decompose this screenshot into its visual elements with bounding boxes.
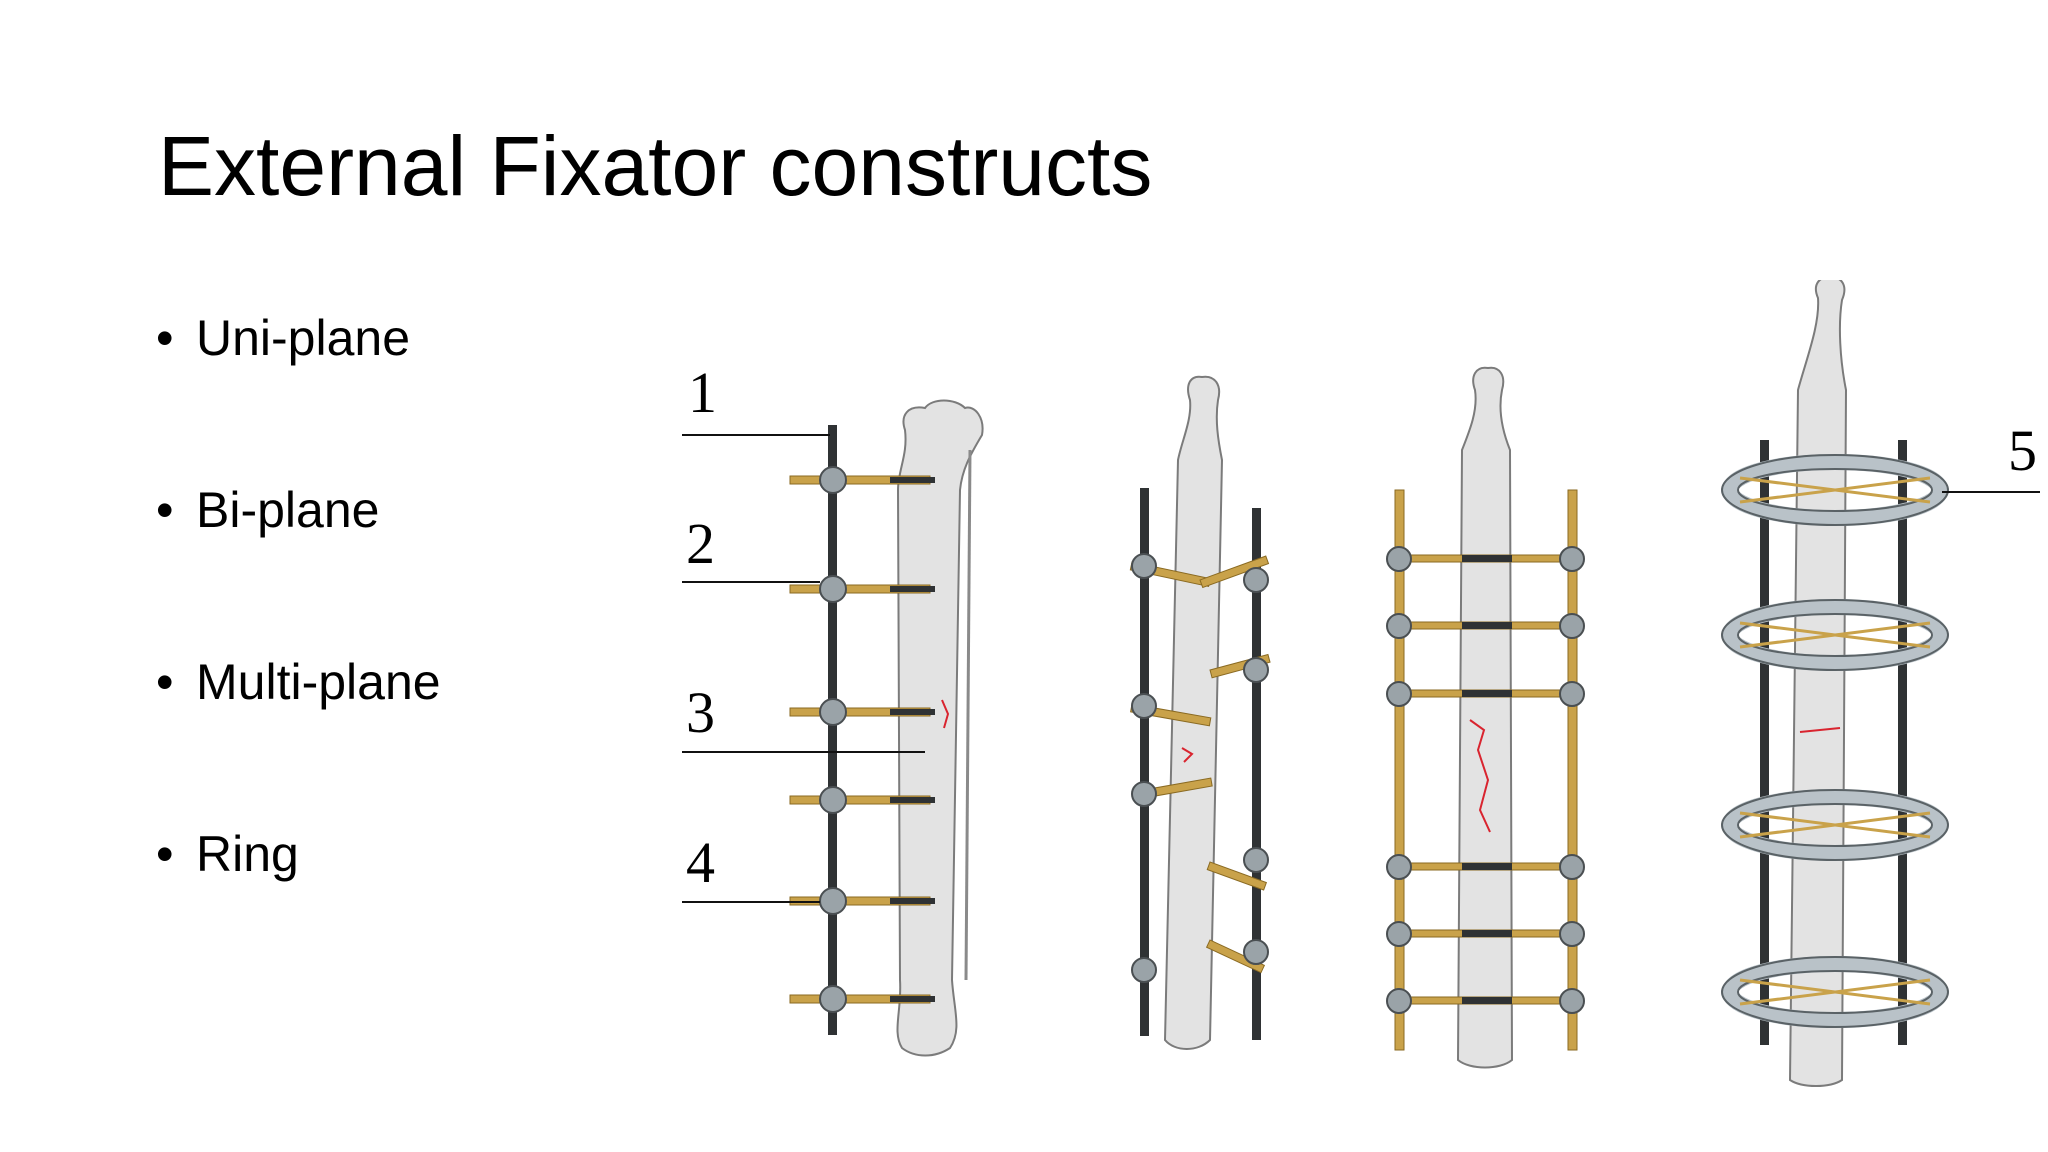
callout-label-2: 2 (686, 511, 715, 576)
fixator-illustration: 1 2 3 4 (670, 276, 2040, 1100)
fixator-rod (1140, 488, 1149, 1036)
bullet-text: Uni-plane (196, 310, 411, 366)
callout-label-5: 5 (2008, 418, 2037, 483)
bullet-text: Multi-plane (196, 654, 441, 710)
bullet-list: • Uni-plane • Bi-plane • Multi-plane • Ring (156, 308, 441, 996)
fixator-rod (1567, 489, 1578, 1051)
fixator-rod (828, 425, 837, 1035)
fixator-rod (1394, 489, 1405, 1051)
callout-label-4: 4 (686, 830, 715, 895)
tensioned-wires (1739, 476, 1931, 1006)
bone (1163, 375, 1224, 1050)
biplane-fixator (1129, 375, 1271, 1050)
callout-label-3: 3 (686, 680, 715, 745)
pin-clamps (819, 466, 847, 1013)
fixator-rod (1252, 508, 1261, 1040)
fracture-line (941, 699, 950, 729)
bullet-dot: • (156, 482, 174, 538)
bone (1456, 366, 1514, 1069)
bullet-dot: • (156, 826, 174, 882)
pin-clamps (1131, 553, 1269, 983)
uniplane-fixator: 1 2 3 4 (682, 360, 984, 1057)
pin-shanks (1462, 555, 1512, 1004)
bullet-item: • Ring (156, 824, 441, 996)
callout-lines (682, 434, 925, 903)
bullet-item: • Uni-plane (156, 308, 441, 480)
bullet-text: Ring (196, 826, 299, 882)
multiplane-fixator (1386, 366, 1585, 1069)
pin-shanks (890, 477, 935, 1002)
ring-outlines (1721, 454, 1949, 1028)
fracture-line (1799, 727, 1841, 733)
callout-label-1: 1 (688, 360, 717, 425)
fixator-drawing: 1 2 3 4 (682, 276, 2040, 1087)
pin-clamps (1386, 546, 1585, 1014)
threaded-rod (1760, 440, 1769, 1045)
fracture-line (1469, 719, 1491, 833)
fibula-bone (964, 449, 972, 981)
bullet-dot: • (156, 654, 174, 710)
bullet-text: Bi-plane (196, 482, 380, 538)
threaded-rod (1898, 440, 1907, 1045)
slide-title: External Fixator constructs (158, 119, 1153, 213)
ring-fixator: 5 (1721, 276, 2040, 1087)
rings (1722, 454, 1948, 1028)
fracture-line (1181, 747, 1194, 763)
bullet-dot: • (156, 310, 174, 366)
bullet-item: • Bi-plane (156, 480, 441, 652)
bullet-item: • Multi-plane (156, 652, 441, 824)
fixator-pins (789, 475, 931, 1004)
